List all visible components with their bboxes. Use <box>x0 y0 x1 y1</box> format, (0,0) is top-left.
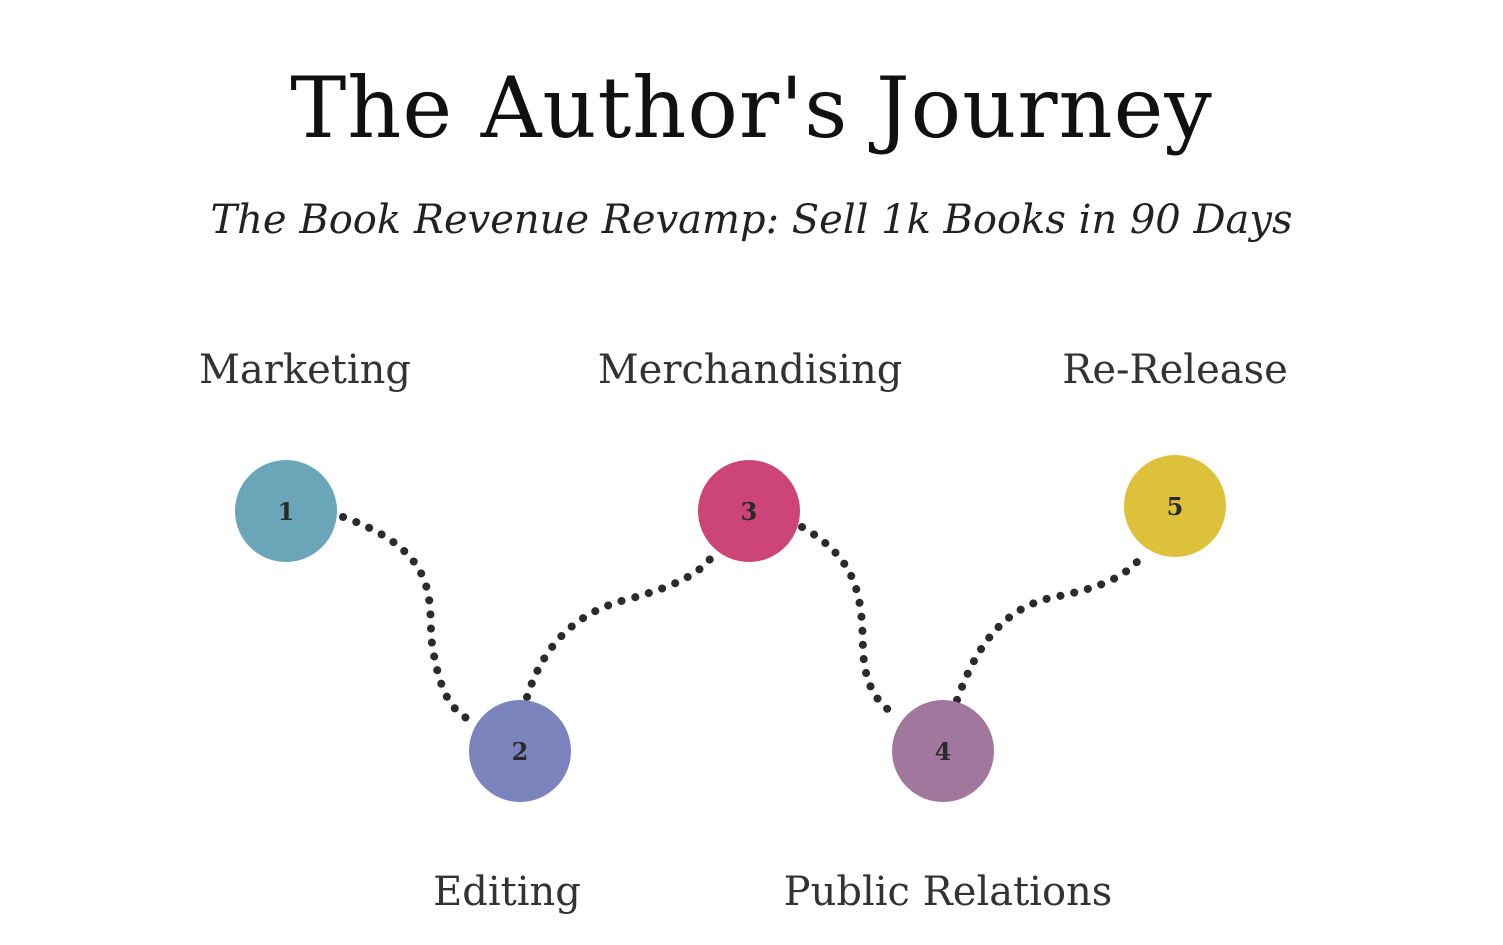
page-subtitle: The Book Revenue Revamp: Sell 1k Books i… <box>210 197 1293 243</box>
step-number: 3 <box>740 496 758 526</box>
step-number: 2 <box>511 736 529 766</box>
step-node-5: 5 <box>1124 455 1226 557</box>
step-node-3: 3 <box>698 460 800 562</box>
step-node-2: 2 <box>469 700 571 802</box>
step-label-public-relations: Public Relations <box>783 869 1113 915</box>
page-title: The Author's Journey <box>290 59 1213 157</box>
step-node-1: 1 <box>235 460 337 562</box>
step-label-editing: Editing <box>433 869 581 915</box>
step-number: 1 <box>277 496 295 526</box>
step-node-4: 4 <box>892 700 994 802</box>
connector-2-3 <box>523 551 717 701</box>
step-label-marketing: Marketing <box>198 347 412 393</box>
connector-4-5 <box>953 551 1147 704</box>
connector-1-2 <box>339 513 474 724</box>
step-number: 5 <box>1166 491 1184 521</box>
connector-3-4 <box>798 523 901 720</box>
step-number: 4 <box>934 736 952 766</box>
step-label-merchandising: Merchandising <box>597 347 903 393</box>
step-label-re-release: Re-Release <box>1062 347 1288 393</box>
